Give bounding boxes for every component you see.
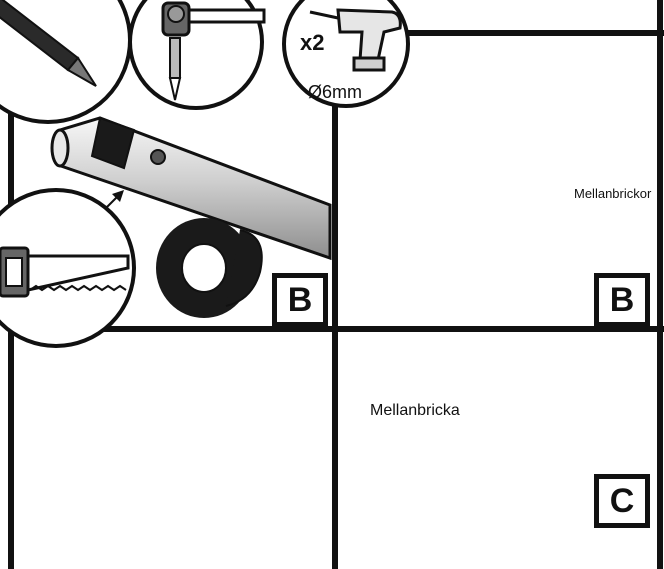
hammer-punch-circle — [128, 0, 266, 110]
drill-icon — [309, 8, 402, 72]
drill-hole-mark — [150, 149, 166, 165]
saw-icon — [0, 246, 130, 298]
panel-top-left — [50, 116, 332, 318]
drill-quantity-label: x2 — [300, 30, 324, 55]
drill-circle: x2 Ø6mm — [282, 0, 410, 108]
tube — [50, 116, 332, 261]
hammer-icon — [161, 1, 266, 37]
washer-label: Mellanbricka — [370, 402, 460, 419]
punch-icon — [168, 37, 182, 101]
drill-bit-size-label: Ø6mm — [308, 82, 362, 102]
marker-pen-circle: MARKER-PEN — [0, 0, 132, 124]
panel-label-b-left: B — [272, 273, 328, 327]
panel-label-b-right: B — [594, 273, 650, 327]
saw-circle — [0, 188, 136, 348]
panel-label-c: C — [594, 474, 650, 528]
washers-label: Mellanbrickor — [574, 186, 652, 201]
tape-roll — [156, 218, 263, 318]
